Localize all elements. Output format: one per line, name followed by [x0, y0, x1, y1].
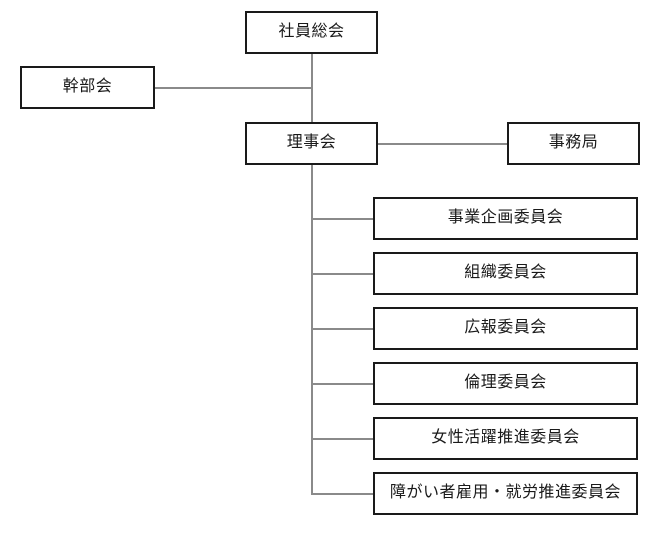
node-label-committee-6: 障がい者雇用・就労推進委員会 [389, 483, 621, 501]
node-label-secretariat: 事務局 [548, 133, 599, 151]
connector-executive-board-to-trunk [155, 87, 313, 89]
node-label-general-assembly: 社員総会 [278, 22, 345, 40]
node-label-committee-3: 広報委員会 [464, 318, 547, 336]
connector-trunk-to-committee-2 [311, 273, 373, 275]
connector-trunk-to-committee-5 [311, 438, 373, 440]
connector-trunk-to-committee-6 [311, 493, 373, 495]
connector-trunk-to-committee-4 [311, 383, 373, 385]
node-label-board-of-directors: 理事会 [286, 133, 337, 151]
node-label-committee-5: 女性活躍推進委員会 [431, 428, 580, 446]
node-secretariat[interactable]: 事務局 [507, 122, 640, 165]
node-committee-public-relations[interactable]: 広報委員会 [373, 307, 638, 350]
node-committee-disability-employment[interactable]: 障がい者雇用・就労推進委員会 [373, 472, 638, 515]
node-committee-womens-advancement[interactable]: 女性活躍推進委員会 [373, 417, 638, 460]
node-committee-organization[interactable]: 組織委員会 [373, 252, 638, 295]
node-committee-business-planning[interactable]: 事業企画委員会 [373, 197, 638, 240]
connector-board-to-secretariat [378, 143, 507, 145]
node-executive-board[interactable]: 幹部会 [20, 66, 155, 109]
node-label-executive-board: 幹部会 [62, 77, 113, 95]
connector-trunk-to-committee-1 [311, 218, 373, 220]
node-label-committee-2: 組織委員会 [464, 263, 547, 281]
node-label-committee-4: 倫理委員会 [464, 373, 547, 391]
connector-trunk-to-committee-3 [311, 328, 373, 330]
node-general-assembly[interactable]: 社員総会 [245, 11, 378, 54]
node-committee-ethics[interactable]: 倫理委員会 [373, 362, 638, 405]
node-board-of-directors[interactable]: 理事会 [245, 122, 378, 165]
node-label-committee-1: 事業企画委員会 [447, 208, 564, 226]
